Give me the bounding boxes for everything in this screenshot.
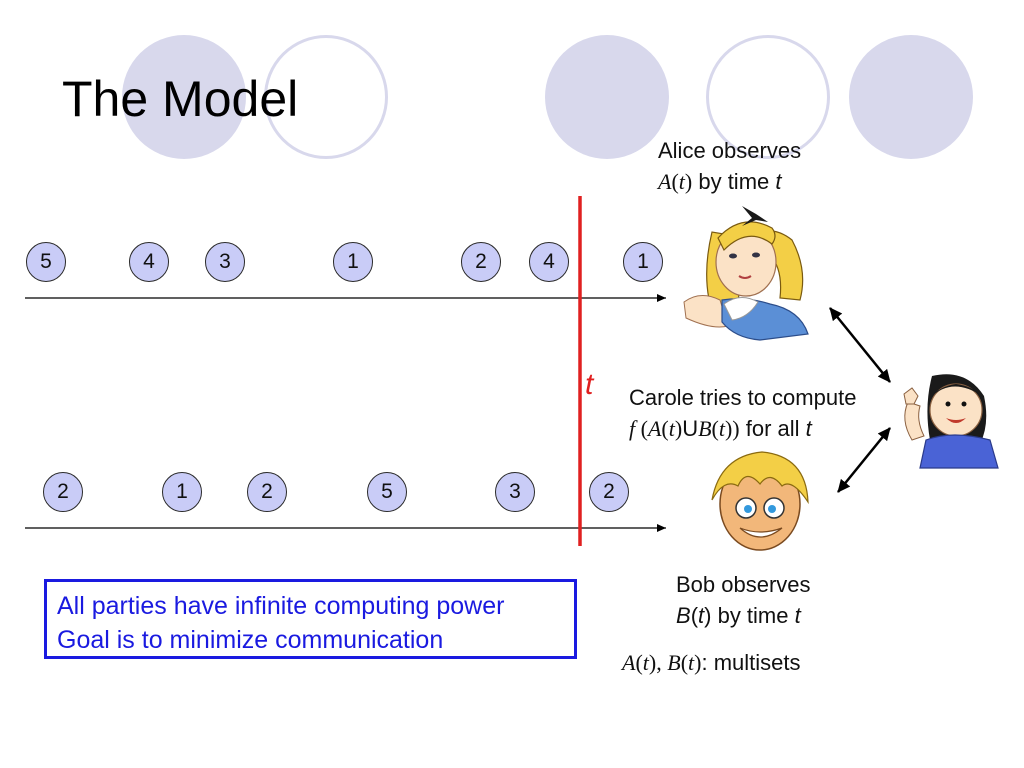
decorative-circle xyxy=(122,35,246,159)
timeline-b-token: 3 xyxy=(495,472,535,512)
timeline-a-token: 1 xyxy=(623,242,663,282)
timeline-a-token: 1 xyxy=(333,242,373,282)
assumptions-box: All parties have infinite computing powe… xyxy=(44,579,577,659)
time-marker-label: t xyxy=(585,368,594,401)
alice-image xyxy=(683,206,809,341)
bob-label: Bob observes B(t) by time t xyxy=(676,569,811,631)
timeline-b-token: 5 xyxy=(367,472,407,512)
timeline-a-token: 4 xyxy=(529,242,569,282)
timeline-a-token: 4 xyxy=(129,242,169,282)
decorative-ring xyxy=(706,35,830,159)
alice-label: Alice observes A(t) by time t xyxy=(658,135,801,197)
decorative-circle xyxy=(849,35,973,159)
timeline-a-token: 3 xyxy=(205,242,245,282)
bob-label-line1: Bob observes xyxy=(676,572,811,597)
carole-image xyxy=(903,374,999,469)
decorative-circle xyxy=(545,35,669,159)
timeline-a-token: 2 xyxy=(461,242,501,282)
timeline-b-token: 2 xyxy=(43,472,83,512)
alice-carole-arrow xyxy=(829,307,891,383)
alice-label-line1: Alice observes xyxy=(658,138,802,163)
bob-label-line2: B(t) by time t xyxy=(676,603,801,628)
timeline-b-token: 1 xyxy=(162,472,202,512)
alice-label-line2: A(t) by time t xyxy=(658,169,782,194)
assumption-line-1: All parties have infinite computing powe… xyxy=(57,592,505,620)
carole-label-line1: Carole tries to compute xyxy=(629,385,857,410)
decorative-ring xyxy=(264,35,388,159)
multisets-note: A(t), B(t): multisets xyxy=(622,650,801,675)
timeline-b-token: 2 xyxy=(589,472,629,512)
timeline-b-token: 2 xyxy=(247,472,287,512)
timeline-a-token: 5 xyxy=(26,242,66,282)
bob-image xyxy=(711,451,809,551)
assumption-line-2: Goal is to minimize communication xyxy=(57,626,444,654)
bob-carole-arrow xyxy=(837,427,891,493)
slide-title: The Model xyxy=(62,71,299,127)
carole-label: Carole tries to compute f (A(t)UB(t)) fo… xyxy=(629,382,856,444)
carole-label-line2: f (A(t)UB(t)) for all t xyxy=(629,416,812,441)
